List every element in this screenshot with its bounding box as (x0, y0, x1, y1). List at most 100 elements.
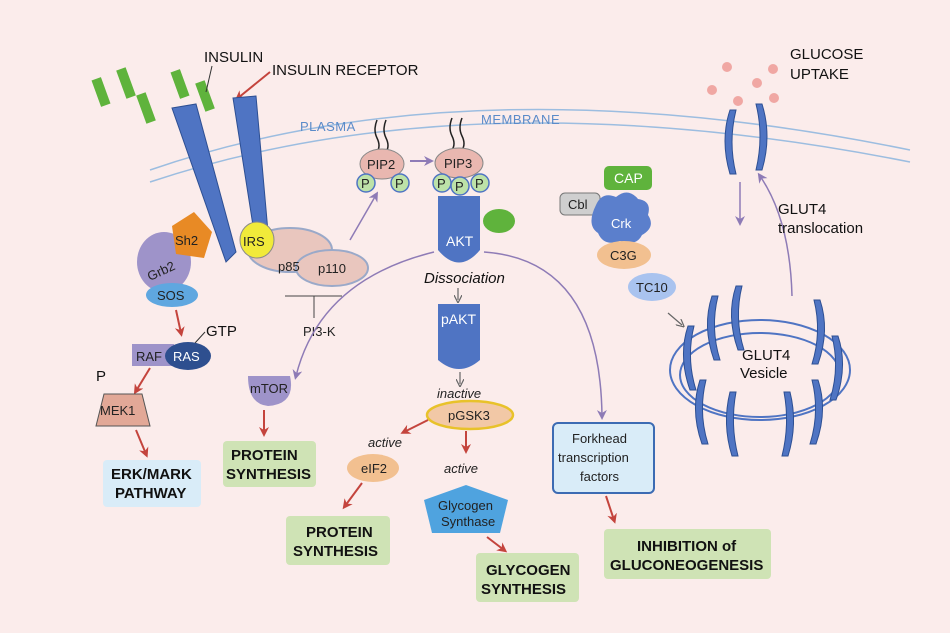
inhibition-label-a: INHIBITION of (637, 538, 737, 555)
insulin-pointer (205, 65, 213, 93)
inhibition-box (604, 529, 771, 579)
pgsk3-shape (425, 399, 515, 431)
pip2-p-right-label: P (395, 176, 404, 191)
pip3-p-left-label: P (437, 176, 446, 191)
glut4-vesicle-label-1: GLUT4 (742, 347, 790, 364)
glut4-translocation-label-1: GLUT4 (778, 201, 826, 218)
glut4-membrane-transporter (724, 103, 768, 175)
raf-to-mek-arrow (133, 367, 151, 395)
insulin-label: INSULIN (204, 49, 263, 66)
sos-label: SOS (157, 288, 185, 303)
glycogen-synthase-label-2: Synthase (441, 514, 495, 529)
c3g-shape (597, 241, 651, 269)
gtp-pointer (194, 331, 206, 344)
glycogen-synthesis-box (476, 553, 579, 602)
protein-synthesis-2-a: PROTEIN (306, 524, 373, 541)
mtor-label: mTOR (250, 381, 288, 396)
irs-shape (239, 221, 275, 259)
glycogen-synthase-shape (424, 485, 508, 533)
glycogen-synthesis-b: SYNTHESIS (481, 581, 566, 598)
pip2-label: PIP2 (367, 157, 395, 172)
akt-to-mtor-arrow (292, 251, 435, 380)
p85-label: p85 (278, 259, 300, 274)
mek-to-erk-arrow (135, 429, 149, 458)
active-right-label: active (444, 461, 478, 476)
protein-synthesis-1-a: PROTEIN (231, 447, 298, 464)
irs-label: IRS (243, 234, 265, 249)
pi3k-label: PI3-K (303, 324, 336, 339)
ras-label: RAS (173, 349, 200, 364)
pip2-p-left-label: P (361, 176, 370, 191)
pip3-phosphate-mid (450, 176, 470, 196)
pip3-p-mid-label: P (455, 179, 464, 194)
forkhead-to-inhibition-arrow (605, 495, 617, 524)
mek1-label: MEK1 (100, 403, 135, 418)
tc10-label: TC10 (636, 280, 668, 295)
pip3-tails (449, 117, 465, 151)
raf-label: RAF (136, 349, 162, 364)
pip2-phosphate-left (356, 173, 376, 193)
glut4-vesicle (669, 285, 851, 457)
erk-label-2: PATHWAY (115, 485, 186, 502)
c3g-label: C3G (610, 248, 637, 263)
forkhead-label-1: Forkhead (572, 431, 627, 446)
pip2-phosphate-right (390, 173, 410, 193)
mtor-shape (248, 376, 292, 406)
pgsk3-to-eif2-arrow (400, 419, 429, 434)
glut4-translocation-label-2: translocation (778, 220, 863, 237)
inhibition-label-b: GLUCONEOGENESIS (610, 557, 763, 574)
p-mek-label: P (96, 368, 106, 385)
cap-label: CAP (614, 170, 643, 186)
pdk1-shape (483, 209, 515, 233)
akt-label: AKT (446, 233, 474, 249)
mek1-shape (95, 393, 151, 427)
pakt-label: pAKT (441, 311, 476, 327)
ras-shape (165, 342, 211, 370)
tc10-to-vesicle-arrow (667, 312, 682, 325)
forkhead-label-3: factors (580, 469, 620, 484)
protein-synthesis-box-2 (286, 516, 390, 565)
pip2-shape (359, 148, 405, 180)
cap-shape (604, 166, 652, 190)
insulin-receptor-pointer[interactable] (234, 71, 271, 101)
forkhead-label-2: transcription (558, 450, 629, 465)
forkhead-box (552, 422, 655, 494)
glucose-molecules (707, 62, 779, 106)
gtp-label: GTP (206, 323, 237, 340)
pip3-label: PIP3 (444, 156, 472, 171)
inactive-label: inactive (437, 386, 481, 401)
glucose-label: GLUCOSE (790, 46, 863, 63)
sos-shape (146, 283, 198, 307)
dissociation-label: Dissociation (424, 270, 505, 287)
akt-shape (438, 196, 480, 263)
crk-label: Crk (611, 216, 632, 231)
eif2-to-protein-arrow (342, 482, 363, 510)
pip3-phosphate-right (470, 173, 490, 193)
pip3-p-right-label: P (475, 176, 484, 191)
p110-label: p110 (318, 261, 346, 276)
p110-shape (295, 249, 369, 287)
protein-synthesis-1-b: SYNTHESIS (226, 466, 311, 483)
pi3k-to-pip2-arrow (349, 191, 379, 241)
membrane-label: MEMBRANE (481, 112, 560, 127)
sh2-label: Sh2 (175, 233, 198, 248)
insulin-molecules (91, 67, 215, 124)
uptake-label: UPTAKE (790, 66, 849, 83)
protein-synthesis-2-b: SYNTHESIS (293, 543, 378, 560)
gs-to-glycogen-arrow (486, 536, 508, 553)
sos-to-ras-arrow (174, 309, 185, 337)
glut4-translocation-arrow (757, 172, 793, 297)
eif2-shape (347, 454, 399, 482)
akt-to-forkhead-arrow (483, 251, 607, 420)
glycogen-synthesis-a: GLYCOGEN (486, 562, 570, 579)
pi3k-bracket (285, 295, 342, 318)
tc10-shape (628, 273, 676, 301)
pgsk3-label: pGSK3 (448, 408, 490, 423)
insulin-receptor (171, 95, 269, 263)
protein-synthesis-box-1 (223, 441, 316, 487)
sh2-shape (172, 212, 212, 258)
raf-shape (132, 344, 174, 366)
crk-shape (591, 192, 651, 243)
glut4-vesicle-label-2: Vesicle (740, 365, 788, 382)
